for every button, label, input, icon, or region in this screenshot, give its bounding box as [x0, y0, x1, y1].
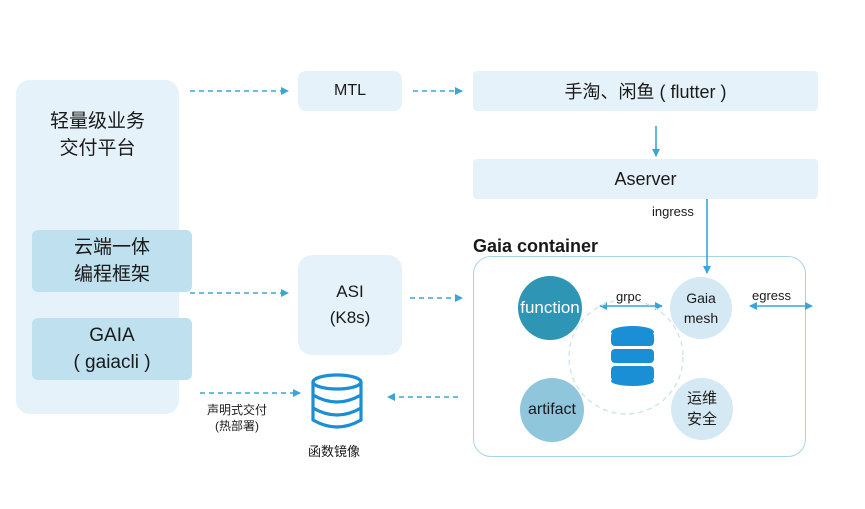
function-image-label: 函数镜像: [308, 444, 361, 459]
image-database-icon: [311, 373, 363, 429]
gaia-mesh-line1: Gaia: [686, 290, 716, 306]
gaia-cli-box: GAIA ( gaiacli ): [32, 318, 192, 380]
declarative-line2: (热部署): [215, 419, 259, 433]
asi-node: ASI (K8s): [298, 255, 402, 355]
ops-line2: 安全: [686, 411, 717, 428]
clients-node: 手淘、闲鱼 ( flutter ): [473, 71, 818, 111]
gaia-mesh-node: Gaia mesh: [670, 277, 732, 339]
gaia-container: [473, 256, 806, 457]
platform-title-line1: 轻量级业务: [49, 111, 145, 132]
platform-title: 轻量级业务 交付平台: [16, 108, 179, 162]
gaia-line2: ( gaiacli ): [73, 352, 151, 373]
delivery-platform-panel: 轻量级业务 交付平台 云端一体 编程框架 GAIA ( gaiacli ): [16, 80, 192, 414]
gaia-container-title: Gaia container: [473, 236, 599, 256]
ops-security-node: 运维 安全: [671, 378, 733, 440]
asi-line2: (K8s): [329, 308, 371, 327]
platform-title-line2: 交付平台: [59, 138, 136, 159]
gaia-line1: GAIA: [89, 325, 135, 346]
ingress-label: ingress: [652, 204, 694, 219]
artifact-node: artifact: [520, 378, 584, 442]
declarative-line1: 声明式交付: [206, 403, 267, 417]
ops-line1: 运维: [686, 390, 717, 407]
function-node: function: [518, 276, 582, 340]
ring-dashed: [568, 299, 684, 415]
mtl-node: MTL: [298, 71, 402, 111]
framework-box: 云端一体 编程框架: [32, 230, 192, 292]
egress-label: egress: [752, 288, 792, 303]
asi-line1: ASI: [336, 282, 364, 301]
grpc-label: grpc: [616, 289, 642, 304]
database-icon: [611, 326, 654, 386]
gaia-mesh-line2: mesh: [683, 310, 719, 326]
aserver-node: Aserver: [473, 159, 818, 199]
declarative-delivery-label: 声明式交付 (热部署): [198, 402, 276, 434]
framework-line2: 编程框架: [73, 264, 150, 285]
framework-line1: 云端一体: [73, 237, 150, 258]
